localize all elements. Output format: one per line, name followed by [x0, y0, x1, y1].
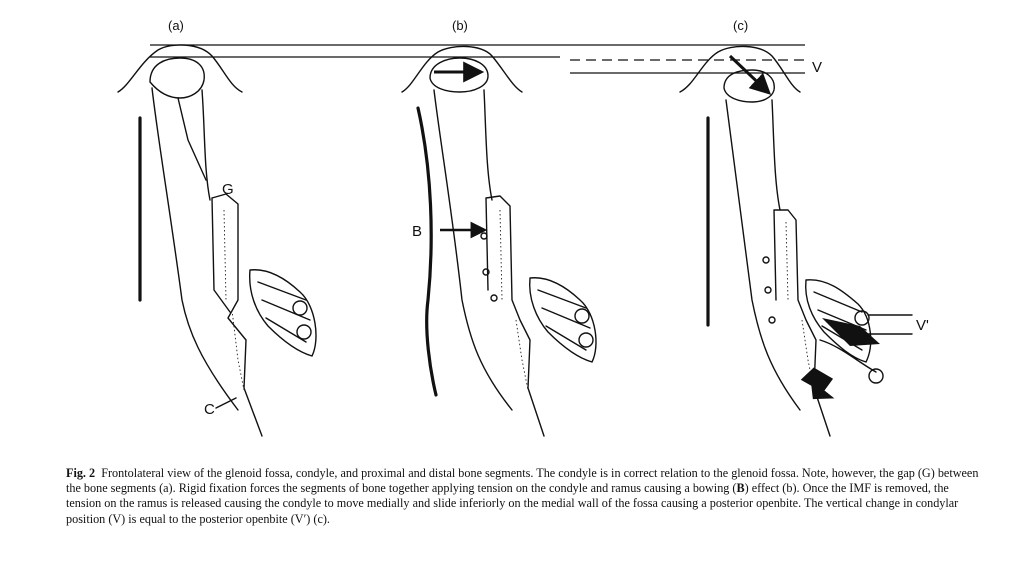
wire-c-2 [868, 368, 884, 384]
caption-text-part2: ) effect (b). Once the IMF is removed, t… [66, 481, 959, 526]
screw-c-1 [762, 256, 770, 264]
wire-b-1 [574, 308, 590, 324]
condyle-b [429, 57, 489, 93]
bowed-ramus-edge-b [416, 106, 438, 397]
downward-arrow-c [800, 367, 835, 400]
caption-bold-b: B [736, 481, 745, 496]
distal-segment-c [773, 209, 831, 437]
screw-b-1 [480, 232, 488, 240]
panel-label-b: (b) [452, 18, 468, 33]
distal-segment-b [485, 195, 545, 437]
screw-c-3 [768, 316, 776, 324]
condyle-label-leader [215, 397, 237, 409]
wire-c-1 [854, 310, 870, 326]
teeth-b [529, 277, 597, 363]
figure-illustration: (a) (b) (c) G C B [117, 18, 929, 437]
glenoid-fossa-c [679, 45, 801, 93]
distal-fill-b [499, 209, 529, 391]
neck-line-a [177, 97, 207, 181]
openbite-label: V' [916, 317, 929, 334]
figure-caption: Fig. 2 Frontolateral view of the glenoid… [66, 466, 982, 527]
distal-segment-a [211, 193, 263, 437]
ramus-proximal-b [433, 89, 513, 411]
panel-label-c: (c) [733, 18, 748, 33]
glenoid-fossa-b [401, 45, 523, 93]
gap-label: G [222, 181, 234, 198]
wire-a-2 [296, 324, 312, 340]
wire-b-2 [578, 332, 594, 348]
displacement-arrow-c [728, 54, 772, 95]
condyle-a [149, 57, 205, 99]
vertical-change-label: V [812, 59, 822, 76]
distal-fill-a [223, 209, 245, 391]
condyle-label: C [204, 401, 215, 418]
wire-a-1 [292, 300, 308, 316]
panel-label-a: (a) [168, 18, 184, 33]
panel-b-drawing: B [401, 45, 597, 437]
teeth-c [805, 279, 877, 373]
screw-b-2 [482, 268, 490, 276]
ramus-proximal-a [151, 87, 239, 411]
figure-number: Fig. 2 [66, 466, 96, 480]
glenoid-fossa-a [117, 44, 243, 93]
screw-c-2 [764, 286, 772, 294]
panel-c-drawing: V V' [679, 45, 929, 437]
screw-b-3 [490, 294, 498, 302]
bowing-label: B [412, 223, 422, 240]
openbite-shading [822, 318, 880, 346]
panel-a-drawing: G C [117, 44, 317, 437]
condyle-c [723, 69, 775, 103]
ramus-proximal-c [725, 99, 801, 411]
caption-text-part1: Frontolateral view of the glenoid fossa,… [66, 466, 979, 496]
teeth-a [249, 269, 317, 357]
